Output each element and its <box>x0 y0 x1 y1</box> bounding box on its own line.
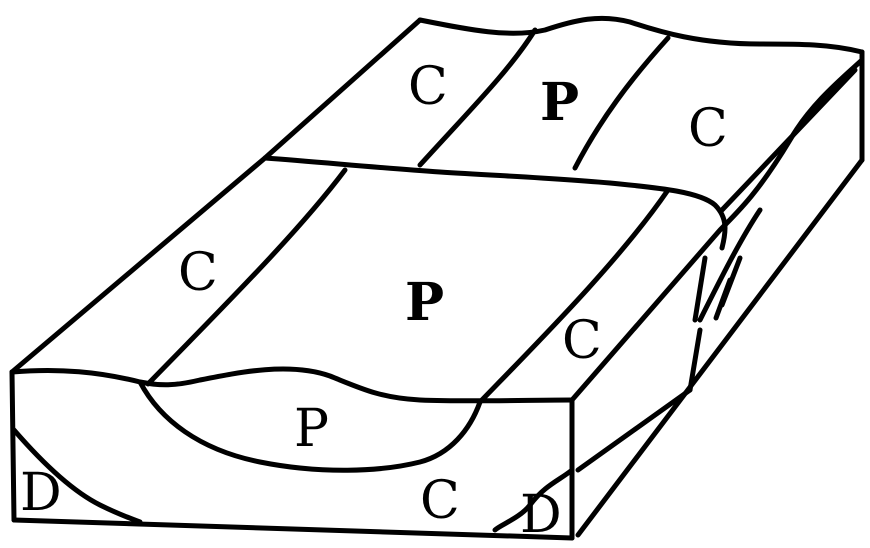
front-face-curves <box>14 382 572 530</box>
label-front-p: P <box>294 399 329 459</box>
label-mid-c-left: C <box>178 243 218 303</box>
label-mid-p: P <box>405 272 444 333</box>
label-front-d-right: D <box>520 485 562 545</box>
top-left-edge <box>12 20 420 372</box>
label-top-c-left: C <box>408 57 448 117</box>
label-front-d-left: D <box>20 463 62 523</box>
front-left-edge <box>12 372 14 520</box>
back-top-edge <box>420 18 862 52</box>
top-line-p-c <box>575 38 668 168</box>
labels: C P C C P C P D C D <box>20 57 728 545</box>
label-mid-c-right: C <box>562 311 602 371</box>
right-face-upper-line <box>722 70 855 210</box>
label-top-p: P <box>540 72 579 133</box>
front-bottom-edge <box>14 520 572 538</box>
label-top-c-right: C <box>688 99 728 159</box>
label-front-c: C <box>420 471 460 531</box>
